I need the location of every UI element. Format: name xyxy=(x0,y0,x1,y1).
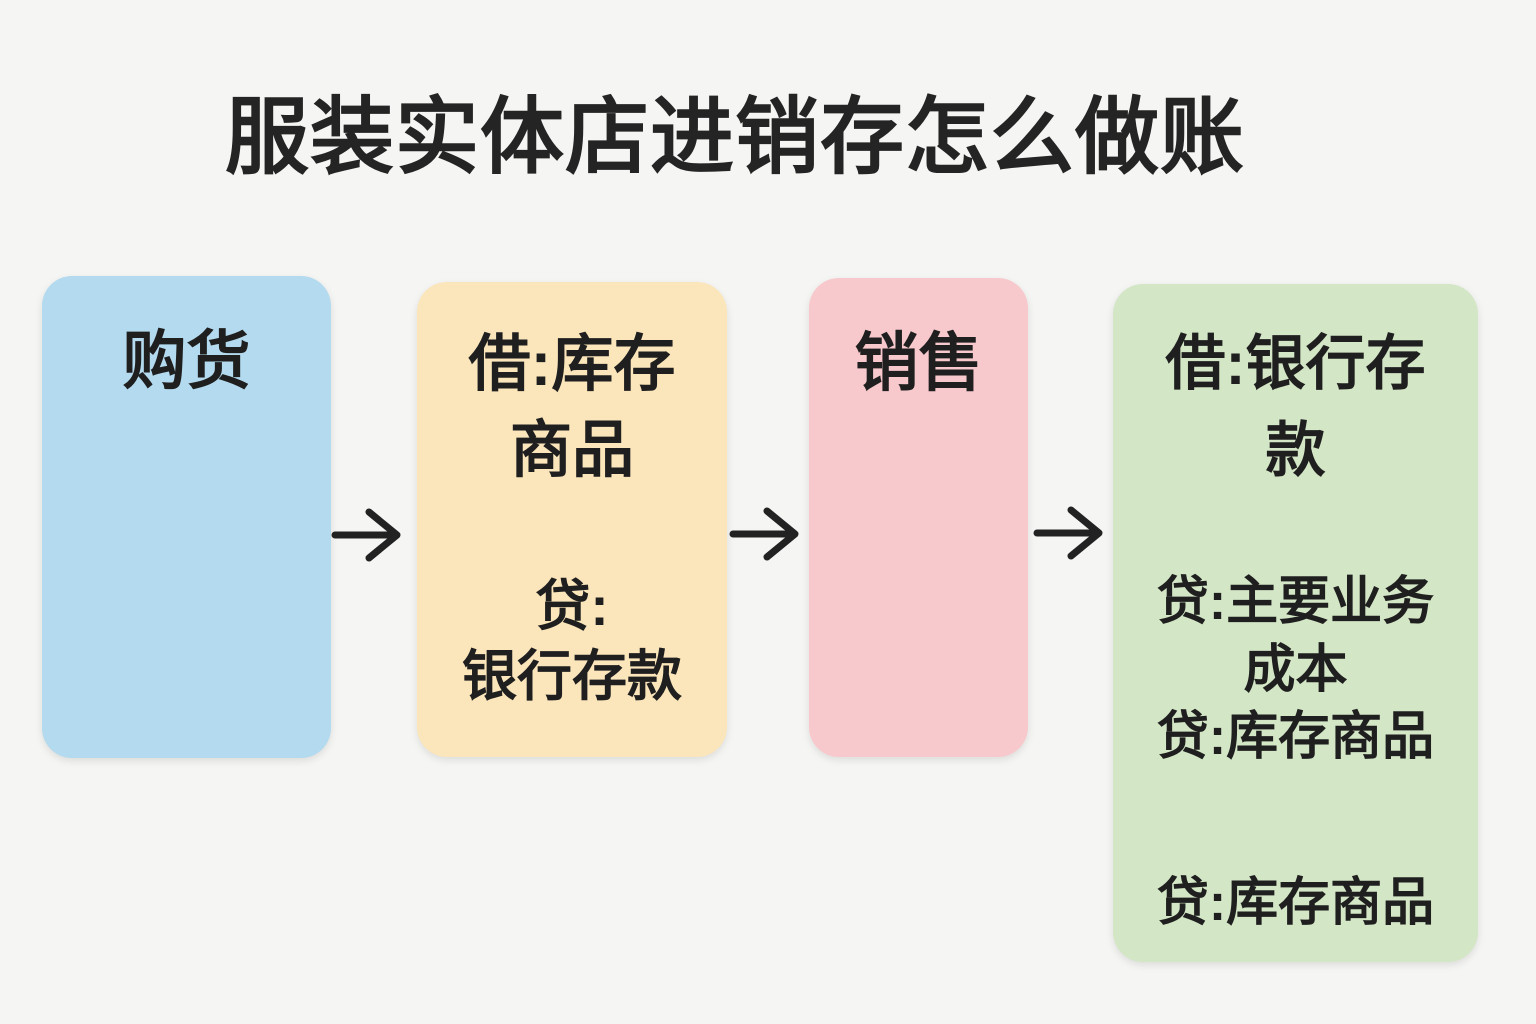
box-purchase-label: 购货 xyxy=(122,325,251,397)
journal-line: 贷: xyxy=(535,575,609,638)
journal-line: 贷:库存商品 xyxy=(1156,708,1435,767)
journal-credit-inventory-block: 贷:库存商品 xyxy=(1113,870,1478,938)
flow-box-sale-entry: 借:银行存 款 贷:主要业务 成本 贷:库存商品 贷:库存商品 xyxy=(1113,284,1478,962)
journal-debit-block: 借:银行存 款 xyxy=(1113,284,1478,494)
right-arrow-icon xyxy=(729,507,799,561)
journal-line: 借:银行存 xyxy=(1165,330,1426,397)
right-arrow-icon xyxy=(331,508,401,562)
journal-line: 贷:主要业务 xyxy=(1156,573,1435,631)
flow-box-purchase: 购货 xyxy=(42,276,331,758)
journal-line: 银行存款 xyxy=(461,645,682,708)
journal-debit-block: 借:库存 商品 xyxy=(417,282,727,493)
journal-line: 成本 xyxy=(1243,640,1348,699)
flow-box-purchase-entry: 借:库存 商品 贷: 银行存款 xyxy=(417,282,727,757)
journal-line: 贷:库存商品 xyxy=(1156,873,1435,932)
journal-credit-cost-block: 贷:主要业务 成本 贷:库存商品 xyxy=(1113,569,1478,772)
right-arrow-icon xyxy=(1033,506,1103,560)
journal-line: 款 xyxy=(1265,417,1326,484)
journal-line: 借:库存 xyxy=(468,330,676,399)
journal-line: 商品 xyxy=(509,415,634,485)
journal-credit-block: 贷: 银行存款 xyxy=(417,571,727,712)
flow-box-sale: 销售 xyxy=(809,278,1028,757)
page-title: 服装实体店进销存怎么做账 xyxy=(224,90,1245,184)
box-sale-label: 销售 xyxy=(854,327,983,399)
